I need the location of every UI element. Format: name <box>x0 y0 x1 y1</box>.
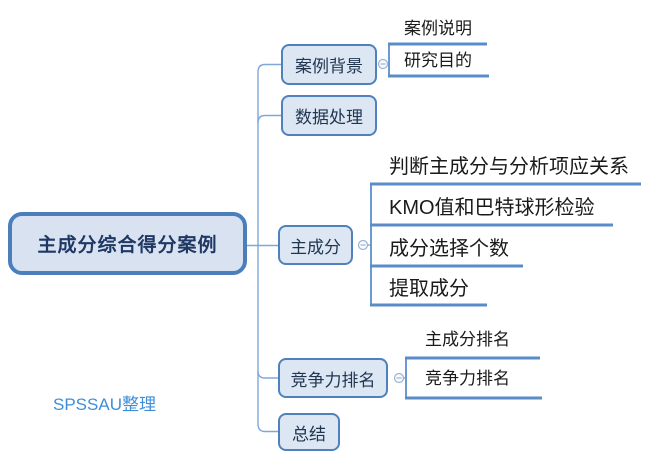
collapse-icon-competitiveness[interactable] <box>393 372 405 384</box>
branch-principal-component[interactable]: 主成分 <box>278 225 353 265</box>
collapse-icon-case-background[interactable] <box>377 58 389 70</box>
branch-case-background[interactable]: 案例背景 <box>281 44 377 85</box>
branch-summary[interactable]: 总结 <box>278 413 340 451</box>
connector-summary <box>257 423 278 433</box>
branch-competitiveness-ranking[interactable]: 竞争力排名 <box>278 358 388 398</box>
leaf-judge-relation[interactable]: 判断主成分与分析项应关系 <box>389 156 629 178</box>
leaf-case-description[interactable]: 案例说明 <box>404 19 472 38</box>
leaf-research-purpose[interactable]: 研究目的 <box>404 51 472 70</box>
leaf-pc-ranking[interactable]: 主成分排名 <box>425 330 510 349</box>
leaf-competitive-ranking[interactable]: 竞争力排名 <box>425 369 510 388</box>
connector-competitiveness <box>257 370 278 379</box>
collapse-icon-principal[interactable] <box>357 239 369 251</box>
branch-data-processing[interactable]: 数据处理 <box>281 95 377 136</box>
connector-case-background <box>257 63 281 73</box>
root-node[interactable]: 主成分综合得分案例 <box>8 212 247 275</box>
connector-data-processing <box>257 114 281 124</box>
leaf-component-count[interactable]: 成分选择个数 <box>389 238 509 260</box>
watermark-label: SPSSAU整理 <box>53 395 156 414</box>
leaf-kmo-bartlett[interactable]: KMO值和巴特球形检验 <box>389 197 595 219</box>
leaf-extract-component[interactable]: 提取成分 <box>389 278 469 300</box>
